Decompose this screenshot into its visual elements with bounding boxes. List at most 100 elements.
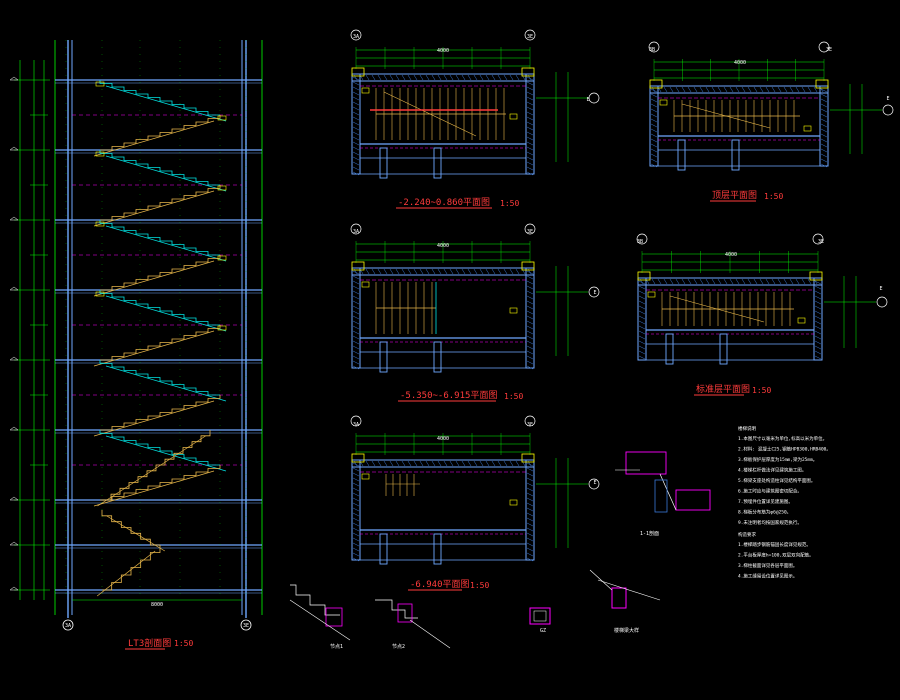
notes-line: 2.材料: 混凝土C25,钢筋HPB300,HRB400。 [738, 446, 831, 453]
plan1-width-dim: 4000 [437, 48, 449, 54]
hatch [526, 86, 534, 91]
stair-soffit [93, 400, 215, 437]
hatch [681, 86, 686, 93]
hatch [526, 340, 534, 345]
plan2-title: 顶层平面图 [712, 190, 757, 201]
hatch [431, 74, 436, 81]
hatch [814, 305, 822, 310]
hatch [407, 460, 412, 467]
hatch [352, 542, 360, 547]
hatch [526, 552, 534, 557]
stair-flight [99, 80, 220, 116]
stair-flight [102, 430, 211, 501]
hatch [820, 113, 828, 118]
stair-flight [102, 545, 161, 591]
hatch [526, 497, 534, 502]
detail3-column [529, 607, 551, 625]
hatch [814, 320, 822, 325]
stair-soffit [93, 190, 215, 227]
hatch [352, 345, 360, 350]
corner-post [809, 271, 823, 281]
hatch [526, 81, 534, 86]
wall-top [351, 73, 535, 82]
hatch [687, 278, 692, 285]
stair-flight [100, 465, 221, 501]
stair-flight [100, 115, 221, 151]
stair-flight [99, 360, 220, 396]
hatch [526, 101, 534, 106]
hatch [814, 280, 822, 285]
plan-marker [361, 87, 370, 94]
hatch [526, 126, 534, 131]
notes-line-2: 2.平台板厚度h=100,双层双向配筋。 [738, 552, 814, 559]
hatch [814, 315, 822, 320]
hatch [777, 278, 782, 285]
hatch [449, 74, 454, 81]
plan3-title: -5.350~-6.915平面图 [400, 390, 497, 401]
hatch [383, 460, 388, 467]
notes-lines: 1.本图尺寸以毫米为单位,标高以米为单位。2.材料: 混凝土C25,钢筋HPB3… [738, 435, 831, 526]
hatch [789, 86, 794, 93]
stair-soffit [105, 295, 227, 332]
plan2-width-dim: 4000 [734, 60, 746, 66]
hatch [650, 113, 658, 118]
hatch [526, 310, 534, 315]
hatch [425, 74, 430, 81]
detail3-rebar [533, 610, 547, 622]
notes-line: 4.楼梯栏杆做法详见建筑施工图。 [738, 467, 806, 474]
hatch [425, 460, 430, 467]
hatch [526, 166, 534, 171]
detail4-slab [597, 579, 661, 601]
axis-bubble [876, 296, 888, 308]
plan3-axis-side: E [593, 290, 596, 296]
hatch [759, 86, 764, 93]
hatch [526, 290, 534, 295]
hatch [526, 106, 534, 111]
notes-heading: 楼梯说明 [738, 425, 756, 432]
hatch [650, 143, 658, 148]
hatch [820, 118, 828, 123]
hatch [650, 98, 658, 103]
stair-soffit [105, 85, 227, 122]
construction-details [289, 451, 711, 649]
axis-bubble [648, 41, 660, 53]
plan-marker [659, 99, 668, 106]
plan1-axis-left: 3A [353, 34, 359, 40]
hatch [509, 460, 514, 467]
hatch [497, 460, 502, 467]
hatch [437, 268, 442, 275]
hatch [765, 278, 770, 285]
hatch [352, 512, 360, 517]
plan4-axis-labels: 3B 3E E 4000 [637, 239, 883, 292]
plan4-axis-left: 3B [637, 239, 643, 245]
plan3-axis-left: 3A [353, 229, 359, 235]
hatch [352, 472, 360, 477]
hatch [820, 98, 828, 103]
hatch [425, 268, 430, 275]
hatch [675, 278, 680, 285]
hatch [638, 330, 646, 335]
hatch [503, 268, 508, 275]
plan1-axis-right: 3E [527, 34, 533, 40]
plan4-axis-side: E [879, 286, 882, 292]
hatch [485, 268, 490, 275]
hatch [705, 86, 710, 93]
hatch [431, 460, 436, 467]
hatch [801, 86, 806, 93]
hatch [777, 86, 782, 93]
column-2 [433, 533, 442, 565]
hatch [377, 460, 382, 467]
notes-line: 8.梯板分布筋为φ6@250。 [738, 509, 791, 516]
column-1 [379, 533, 388, 565]
axis-bubble [812, 233, 824, 245]
corner-post [521, 67, 535, 77]
column-2 [731, 139, 740, 171]
hatch [526, 542, 534, 547]
hatch [352, 171, 360, 176]
hatch [526, 547, 534, 552]
detail3-label: GZ [540, 628, 546, 634]
hatch [526, 121, 534, 126]
hatch [395, 74, 400, 81]
plan1-axis-side: E [586, 97, 589, 103]
